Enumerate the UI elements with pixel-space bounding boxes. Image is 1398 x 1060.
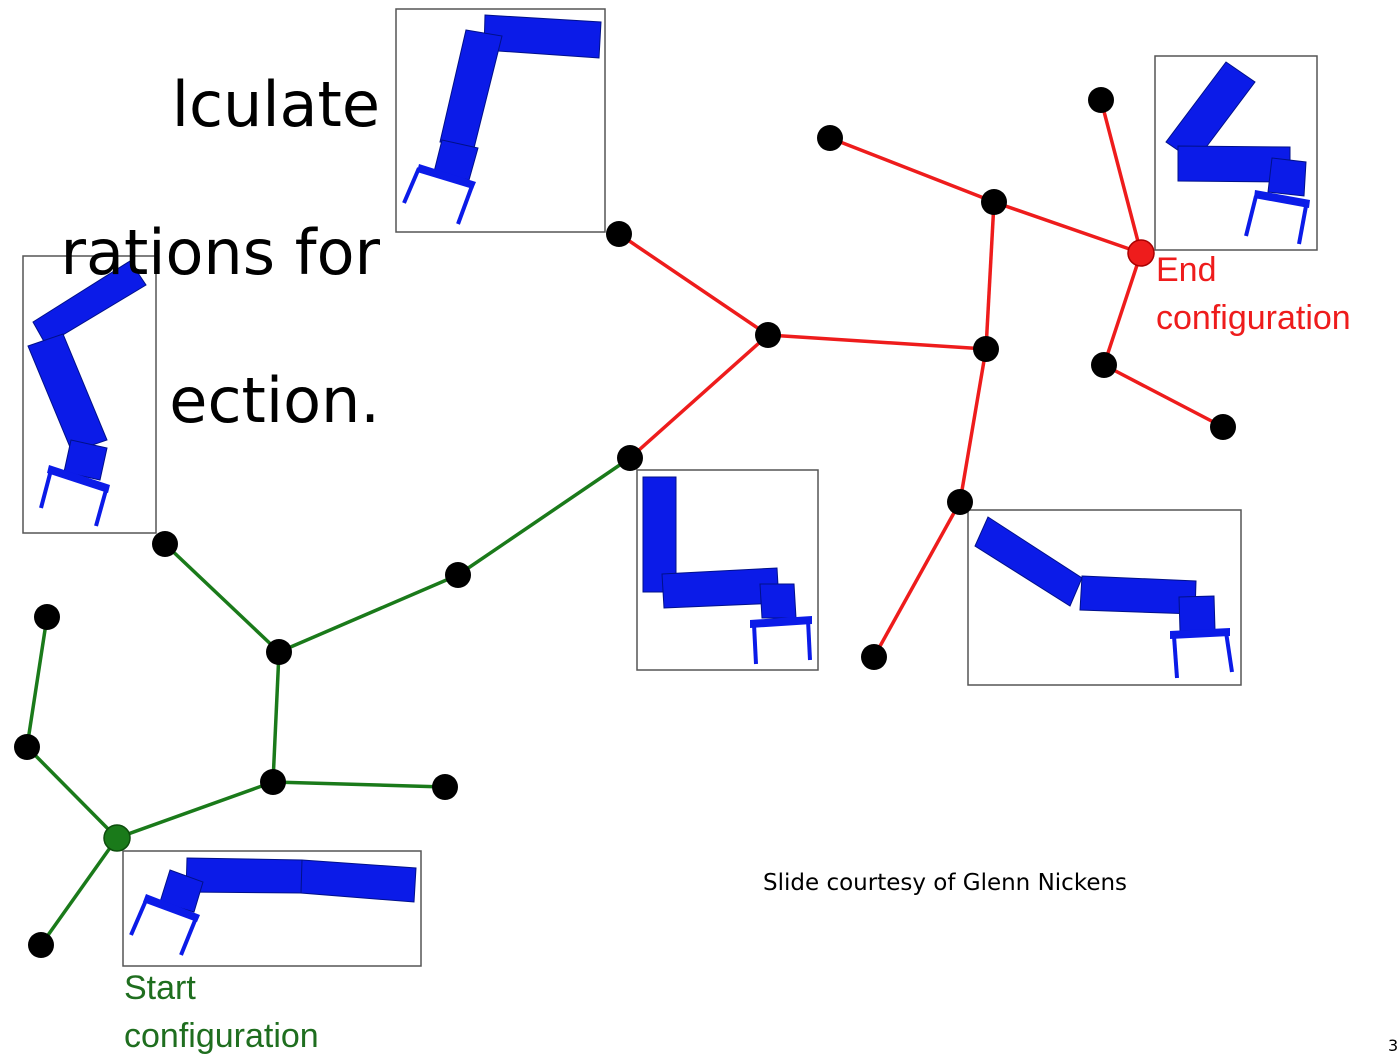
config-inset-start [122, 850, 422, 967]
tree-nodes [14, 87, 1236, 958]
title-line: ection. [169, 364, 380, 437]
tree-node [861, 644, 887, 670]
end-label-line: End [1156, 251, 1217, 289]
tree-node [1088, 87, 1114, 113]
start-label-line: Start [124, 969, 196, 1007]
tree-edge [163, 542, 281, 654]
config-inset-end [1154, 55, 1318, 251]
tree-edge [984, 201, 996, 350]
tree-node [1210, 414, 1236, 440]
tree-edge [618, 232, 769, 337]
tree-node [617, 445, 643, 471]
tree-edge [1099, 99, 1143, 254]
tree-edge [628, 333, 770, 460]
tree-node [755, 322, 781, 348]
tree-node [34, 604, 60, 630]
tree-edge [278, 573, 459, 654]
start-node [103, 824, 131, 852]
configuration-insets [22, 8, 1318, 967]
title-line: rations for [60, 216, 380, 289]
end-label-line: configuration [1156, 299, 1351, 337]
tree-edge [271, 651, 281, 783]
tree-edge [25, 745, 119, 840]
tree-edge [872, 501, 962, 658]
start-label-line: configuration [124, 1017, 319, 1055]
config-inset-left [22, 255, 157, 534]
tree-node [260, 769, 286, 795]
tree-node [432, 774, 458, 800]
tree-node [606, 221, 632, 247]
start-tree-edges [25, 456, 631, 947]
end-configuration-label: End configuration [1156, 246, 1351, 342]
tree-edge [39, 836, 119, 947]
tree-edge [958, 348, 988, 503]
start-configuration-label: Start configuration [124, 964, 319, 1060]
slide-title: lculate rations for ection. [0, 0, 380, 512]
tree-edge [767, 333, 987, 351]
tree-node [28, 932, 54, 958]
tree-node [445, 562, 471, 588]
slide-credit: Slide courtesy of Glenn Nickens [763, 870, 1128, 896]
slide-number: 3 [1388, 1036, 1398, 1055]
title-line: lculate [171, 68, 380, 141]
tree-edge [457, 456, 631, 577]
tree-node [981, 189, 1007, 215]
tree-node [1091, 352, 1117, 378]
tree-edge [116, 780, 274, 840]
config-inset-right [967, 509, 1242, 686]
tree-edge [272, 780, 446, 789]
tree-node [947, 489, 973, 515]
tree-edge [1103, 363, 1224, 429]
tree-node [14, 734, 40, 760]
config-inset-top [395, 8, 606, 233]
tree-node [817, 125, 843, 151]
tree-edge [829, 136, 995, 204]
config-inset-middle [636, 469, 819, 671]
tree-node [973, 336, 999, 362]
end-node [1127, 239, 1155, 267]
tree-edge [1102, 252, 1143, 366]
end-tree-edges [618, 99, 1224, 658]
tree-edge [25, 616, 49, 748]
tree-edge [993, 200, 1142, 255]
tree-node [266, 639, 292, 665]
tree-node [152, 531, 178, 557]
